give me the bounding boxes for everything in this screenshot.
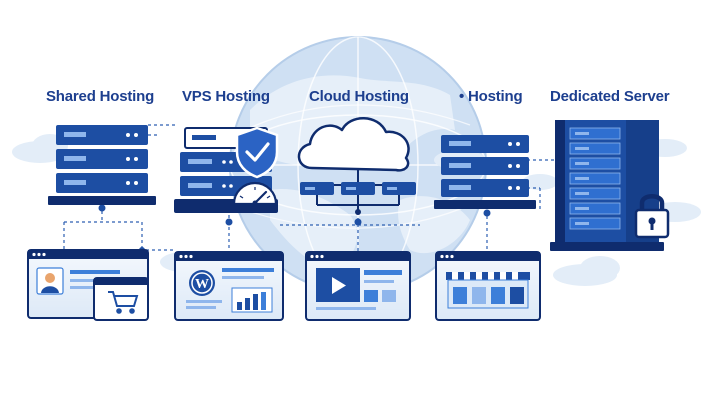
wordpress-icon: W: [189, 270, 215, 296]
label-cloud-hosting: Cloud Hosting: [309, 88, 409, 105]
label-vps-hosting: VPS Hosting: [182, 88, 270, 105]
play-video-icon: [316, 268, 360, 302]
storefront-icon: [446, 272, 530, 309]
browser-window-shop: [93, 277, 149, 321]
bar-chart-icon: [231, 287, 273, 313]
gauge-icon: [232, 181, 278, 206]
dedicated-server-tower-icon: [550, 120, 664, 251]
svg-text:W: W: [195, 277, 209, 292]
cloud-servers-icon: [300, 170, 416, 215]
browser-window-wordpress: W: [174, 251, 284, 321]
label-dedicated-server: Dedicated Server: [550, 88, 670, 105]
shield-check-icon: [235, 126, 279, 179]
browser-window-storefront: [435, 251, 541, 321]
shopping-cart-icon: [108, 291, 139, 314]
label-hosting: • Hosting: [459, 88, 523, 105]
cloud-icon: [297, 117, 410, 172]
connector-lines: [63, 124, 556, 252]
shared-hosting-server-icon: [48, 125, 156, 205]
hosting-server-icon: [434, 135, 536, 209]
label-shared-hosting: Shared Hosting: [46, 88, 155, 105]
browser-window-video: [305, 251, 411, 321]
padlock-icon: [634, 194, 670, 239]
user-profile-icon: [36, 267, 64, 295]
